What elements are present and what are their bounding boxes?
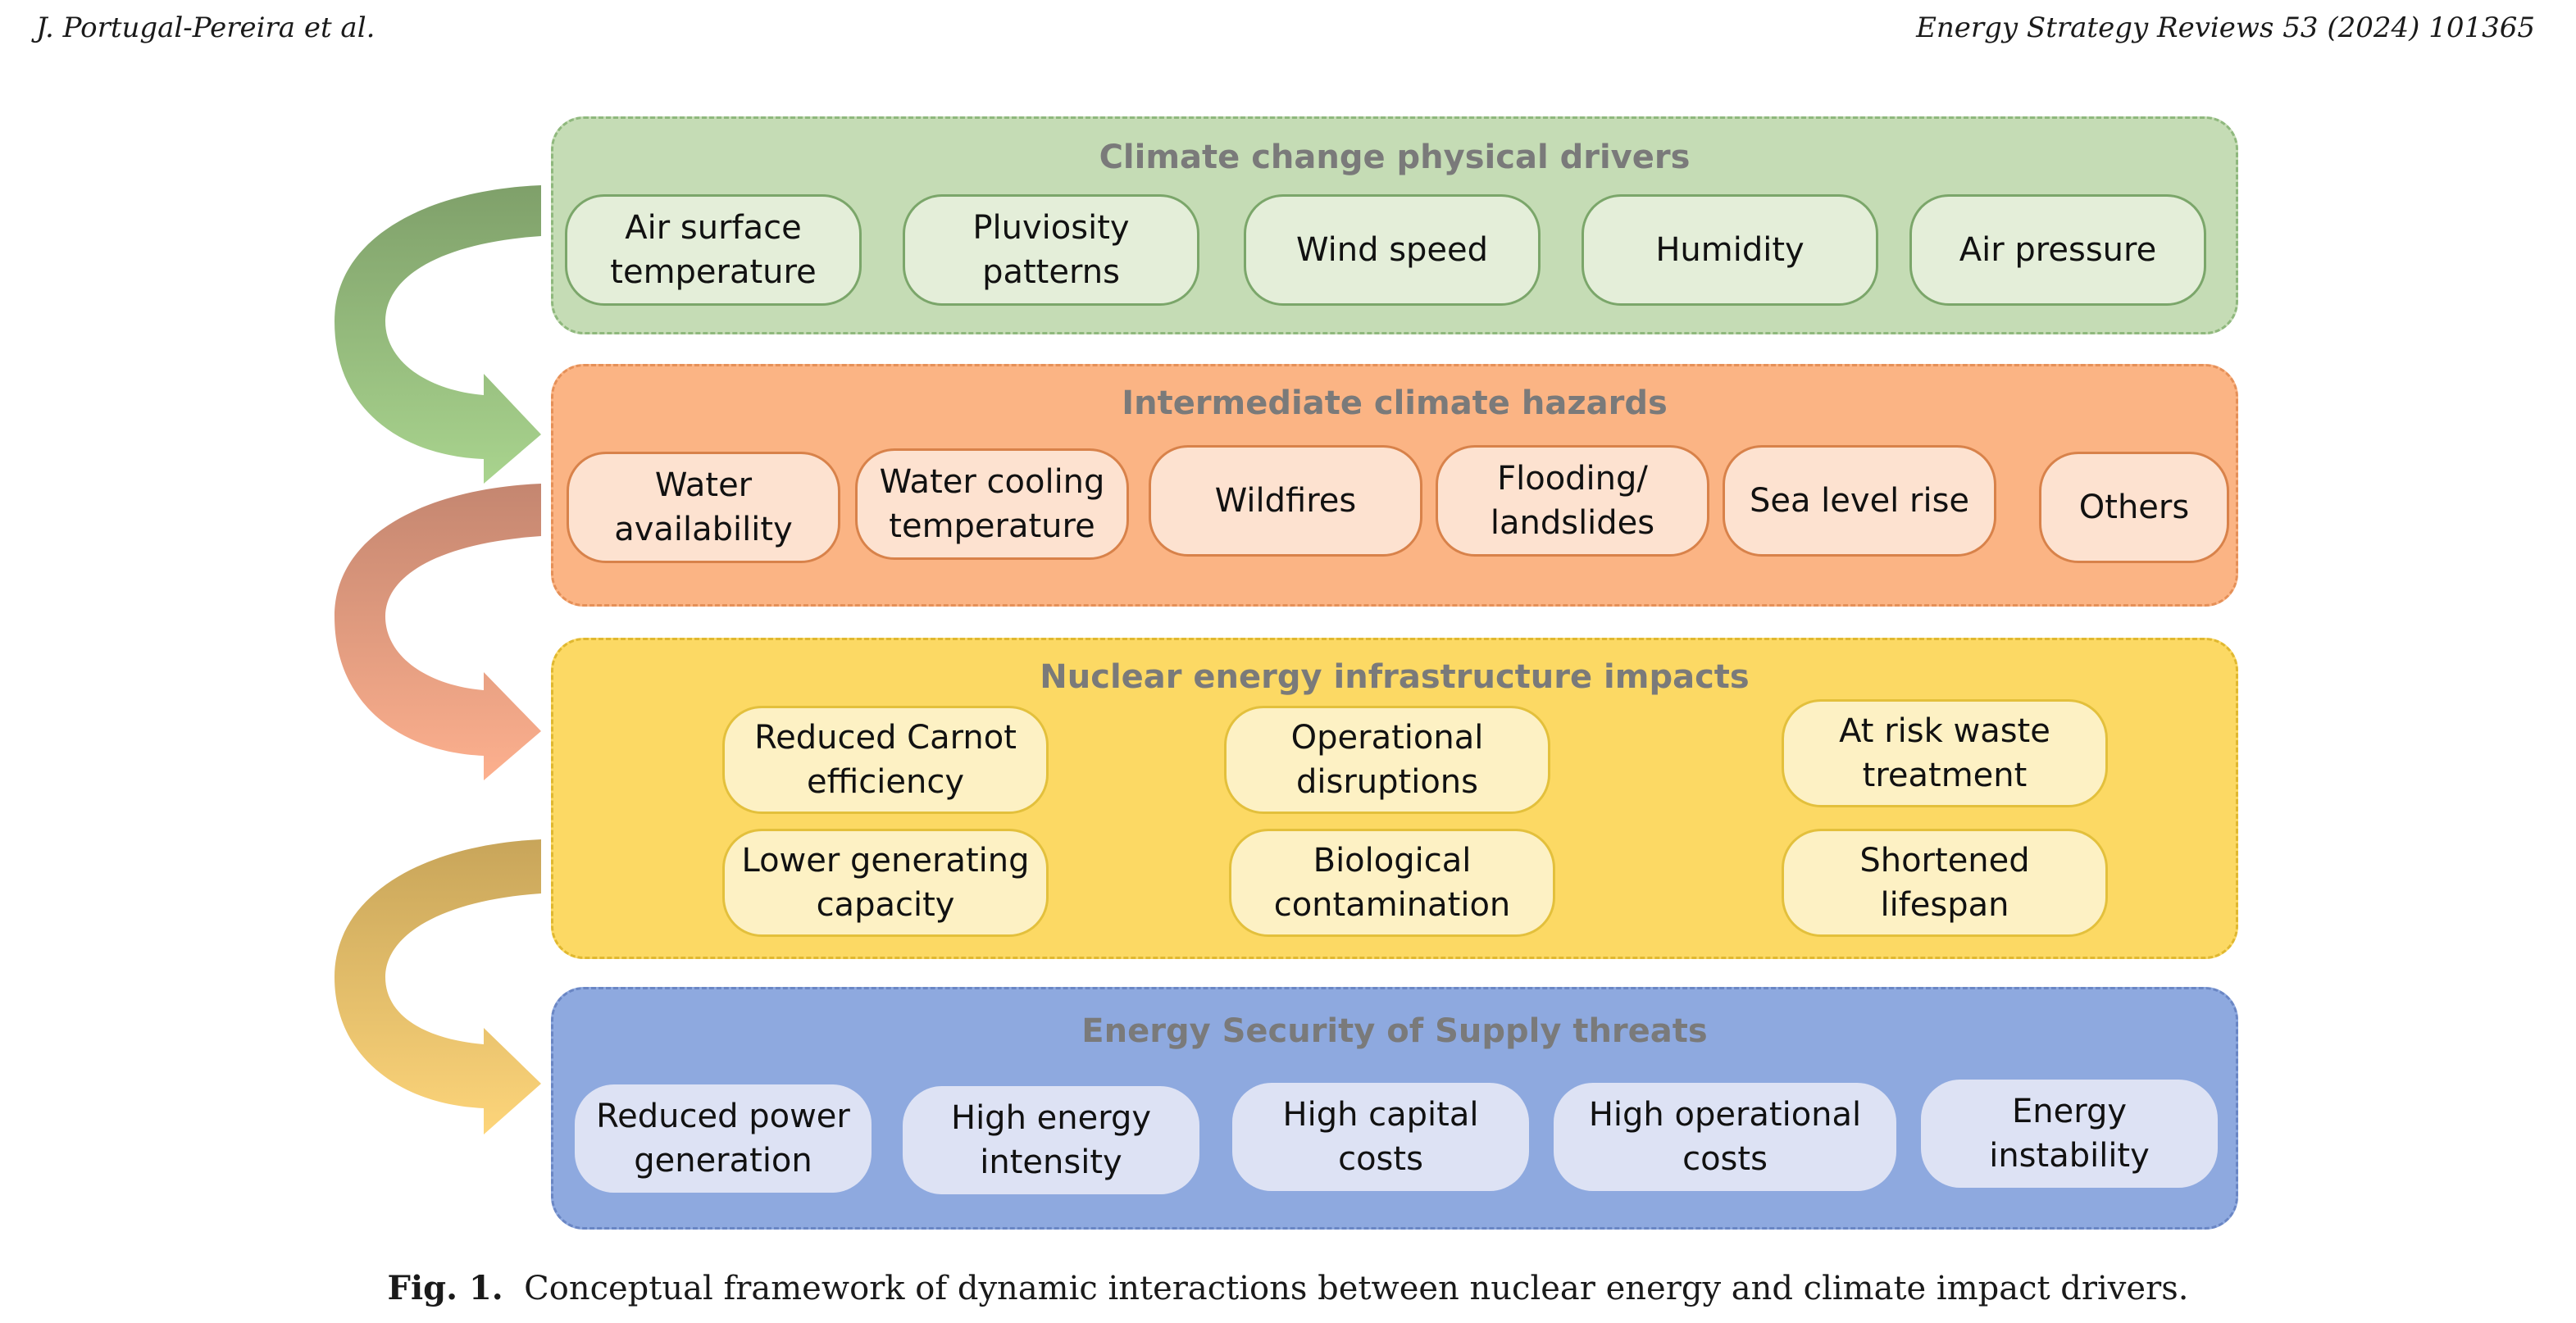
panel-climate-drivers: Climate change physical drivers Air surf… — [551, 116, 2238, 334]
item-flooding-landslides: Flooding/ landslides — [1436, 445, 1709, 557]
header-authors: J. Portugal-Pereira et al. — [36, 11, 375, 44]
arrow-hazards-to-impacts — [335, 484, 541, 780]
item-energy-instability: Energy instability — [1921, 1080, 2218, 1188]
panel-climate-hazards: Intermediate climate hazards Water avail… — [551, 364, 2238, 607]
item-reduced-power-generation: Reduced power generation — [575, 1084, 872, 1193]
item-pluviosity-patterns: Pluviosity patterns — [903, 194, 1199, 306]
item-biological-contamination: Biological contamination — [1229, 829, 1555, 937]
item-lower-generating-capacity: Lower generating capacity — [722, 829, 1049, 937]
item-wildfires: Wildfires — [1149, 445, 1422, 557]
panel-energy-security-threats: Energy Security of Supply threats Reduce… — [551, 987, 2238, 1230]
item-reduced-carnot-efficiency: Reduced Carnot efficiency — [722, 706, 1049, 814]
item-water-availability: Water availability — [567, 452, 840, 563]
item-air-surface-temperature: Air surface temperature — [565, 194, 862, 306]
item-humidity: Humidity — [1582, 194, 1878, 306]
item-sea-level-rise: Sea level rise — [1723, 445, 1996, 557]
item-at-risk-waste-treatment: At risk waste treatment — [1782, 699, 2108, 807]
item-high-capital-costs: High capital costs — [1232, 1083, 1529, 1191]
item-water-cooling-temperature: Water cooling temperature — [855, 448, 1129, 560]
arrow-drivers-to-hazards — [335, 185, 541, 484]
caption-text: Conceptual framework of dynamic interact… — [524, 1270, 2189, 1307]
item-others: Others — [2039, 452, 2229, 563]
item-high-operational-costs: High operational costs — [1554, 1083, 1896, 1191]
item-operational-disruptions: Operational disruptions — [1224, 706, 1550, 814]
item-wind-speed: Wind speed — [1244, 194, 1541, 306]
header-journal: Energy Strategy Reviews 53 (2024) 101365 — [1916, 11, 2535, 44]
panel-title: Energy Security of Supply threats — [1081, 1012, 1708, 1050]
caption-label: Fig. 1. — [387, 1269, 503, 1307]
item-high-energy-intensity: High energy intensity — [903, 1086, 1199, 1194]
item-air-pressure: Air pressure — [1909, 194, 2206, 306]
panel-title: Nuclear energy infrastructure impacts — [1040, 658, 1750, 696]
arrow-impacts-to-threats — [335, 839, 541, 1134]
figure-caption: Fig. 1. Conceptual framework of dynamic … — [0, 1269, 2576, 1307]
item-shortened-lifespan: Shortened lifespan — [1782, 829, 2108, 937]
panel-title: Intermediate climate hazards — [1122, 384, 1668, 422]
panel-nuclear-impacts: Nuclear energy infrastructure impacts Re… — [551, 638, 2238, 959]
panel-title: Climate change physical drivers — [1099, 139, 1691, 176]
